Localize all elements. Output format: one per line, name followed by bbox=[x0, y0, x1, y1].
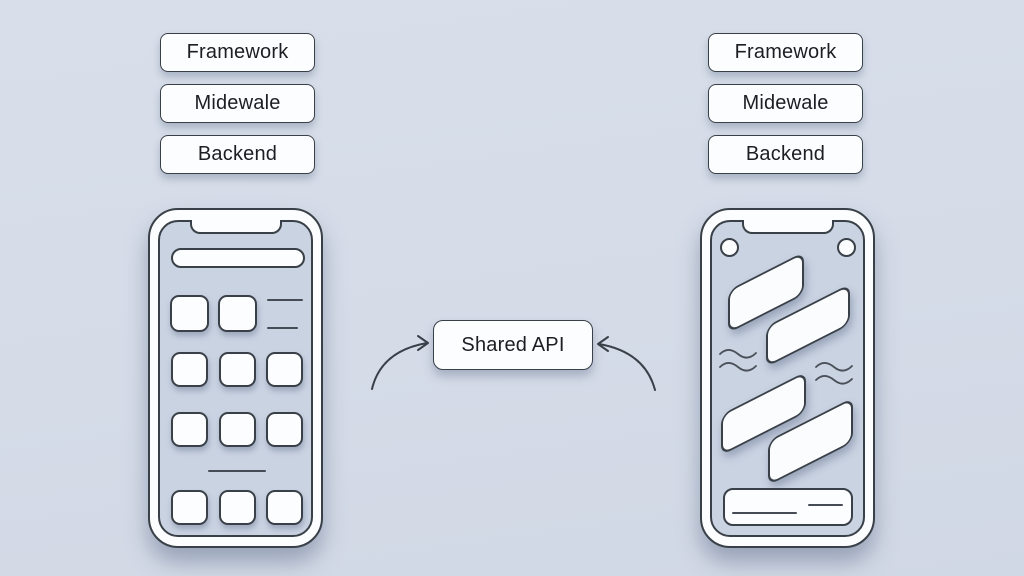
app-icon bbox=[219, 412, 256, 447]
phone-left-screen bbox=[158, 220, 313, 537]
label-framework-right: Framework bbox=[708, 33, 863, 72]
notch-icon bbox=[741, 220, 834, 234]
app-icon bbox=[171, 490, 208, 525]
bottom-bar-line bbox=[732, 512, 797, 514]
shared-api-box: Shared API bbox=[433, 320, 593, 370]
app-icon bbox=[266, 352, 303, 387]
app-icon bbox=[218, 295, 257, 332]
phone-right-mockup bbox=[700, 208, 875, 548]
app-icon bbox=[266, 490, 303, 525]
divider-line bbox=[208, 470, 266, 472]
search-bar-pill bbox=[171, 248, 305, 268]
text-line bbox=[267, 299, 303, 301]
notch-icon bbox=[189, 220, 282, 234]
text-line bbox=[267, 327, 298, 329]
camera-dot-icon bbox=[837, 238, 856, 257]
bottom-bar bbox=[723, 488, 853, 526]
phone-right-screen bbox=[710, 220, 865, 537]
squiggle-icon bbox=[815, 361, 853, 385]
label-backend-left: Backend bbox=[160, 135, 315, 174]
label-framework-left: Framework bbox=[160, 33, 315, 72]
label-backend-right: Backend bbox=[708, 135, 863, 174]
arrow-left-icon bbox=[371, 335, 429, 390]
app-icon bbox=[171, 412, 208, 447]
label-midewale-left: Midewale bbox=[160, 84, 315, 123]
phone-left-mockup bbox=[148, 208, 323, 548]
app-icon bbox=[170, 295, 209, 332]
app-icon bbox=[266, 412, 303, 447]
squiggle-icon bbox=[719, 348, 757, 372]
label-midewale-right: Midewale bbox=[708, 84, 863, 123]
app-icon bbox=[219, 490, 256, 525]
camera-dot-icon bbox=[720, 238, 739, 257]
app-icon bbox=[219, 352, 256, 387]
arrow-right-icon bbox=[597, 336, 656, 391]
app-icon bbox=[171, 352, 208, 387]
bottom-bar-line bbox=[808, 504, 843, 506]
